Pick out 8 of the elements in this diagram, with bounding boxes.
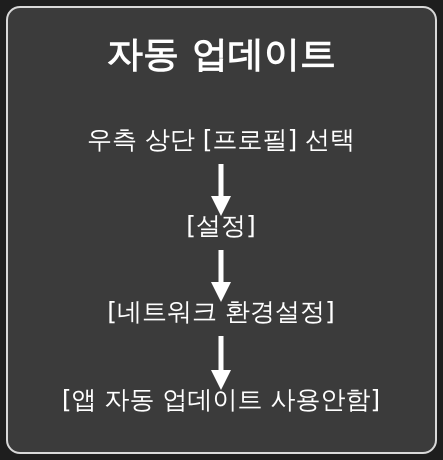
step-text: 우측 상단 [프로필] 선택 <box>86 124 356 156</box>
step-text: [네트워크 환경설정] <box>107 296 335 328</box>
arrow <box>211 164 231 216</box>
step-text: [설정] <box>186 210 256 242</box>
arrow <box>211 250 231 302</box>
arrow <box>211 336 231 390</box>
step-text: [앱 자동 업데이트 사용안함] <box>62 384 380 416</box>
title: 자동 업데이트 <box>106 33 337 77</box>
